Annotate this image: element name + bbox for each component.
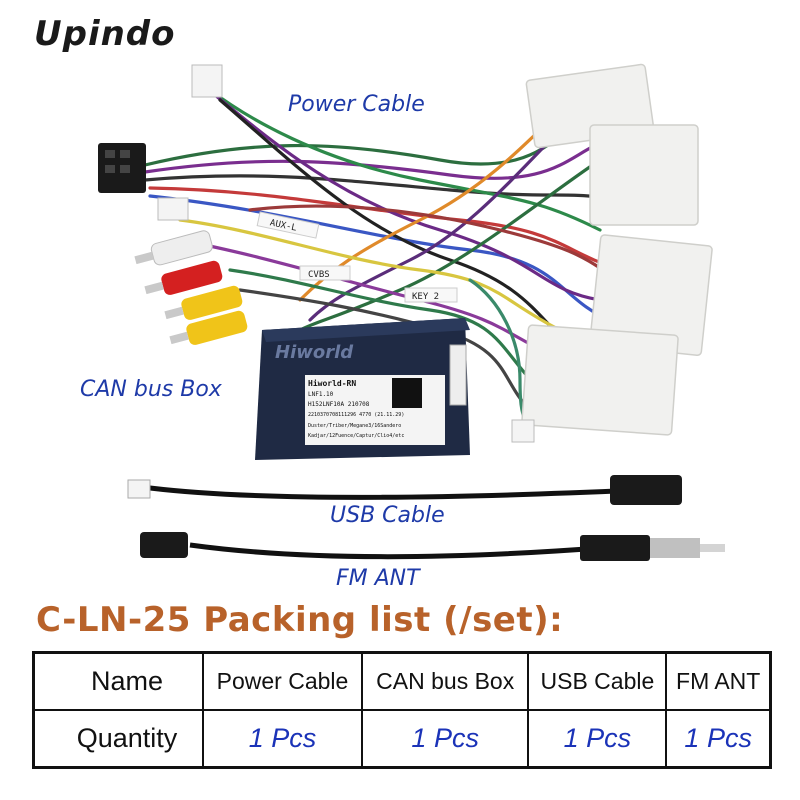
box-label-2: LNF1.10 xyxy=(308,391,334,398)
table-cell: Name xyxy=(32,651,204,711)
table-cell: USB Cable xyxy=(527,651,668,711)
fm-antenna-cable xyxy=(140,532,725,561)
table-cell: 1 Pcs xyxy=(202,709,363,769)
table-cell: 1 Pcs xyxy=(665,709,772,769)
box-label-1: Hiworld-RN xyxy=(308,378,356,388)
table-row: Quantity 1 Pcs 1 Pcs 1 Pcs 1 Pcs xyxy=(32,709,772,769)
wire-tags: AUX-L CVBS KEY 2 xyxy=(256,211,458,303)
packing-list-table: Name Power Cable CAN bus Box USB Cable F… xyxy=(32,651,772,769)
tag-key2: KEY 2 xyxy=(412,292,439,302)
small-connector-bottom xyxy=(511,419,535,443)
packing-list-title: C-LN-25 Packing list (/set): xyxy=(36,600,564,640)
table-cell: CAN bus Box xyxy=(360,651,530,711)
qr-code xyxy=(392,378,422,408)
table-cell: 1 Pcs xyxy=(360,709,530,769)
box-logo: Hiworld xyxy=(275,342,354,363)
box-label-4: 2210370708111296 4770 (21.11.29) xyxy=(308,412,404,418)
box-label-3: H152LNF10A 210708 xyxy=(308,401,370,408)
label-can-bus-box: CAN bus Box xyxy=(80,377,222,402)
rca-plugs xyxy=(134,230,248,345)
box-label-5: Duster/Triber/Megane3/16Sandero xyxy=(308,423,401,429)
white-connectors xyxy=(521,63,713,436)
table-cell: Power Cable xyxy=(202,651,363,711)
black-iso-connector xyxy=(98,143,146,193)
tag-cvbs: CVBS xyxy=(308,270,330,280)
small-connector-left xyxy=(157,197,189,221)
can-bus-box: Hiworld Hiworld-RN LNF1.10 H152LNF10A 21… xyxy=(255,318,470,460)
box-label-6: Kadjar/12Fuence/Captur/Clio4/etc xyxy=(308,433,404,439)
label-usb-cable: USB Cable xyxy=(330,503,445,528)
label-power-cable: Power Cable xyxy=(288,92,425,117)
table-cell: Quantity xyxy=(32,709,204,769)
brand-logo: Upindo xyxy=(34,14,176,54)
product-photo: AUX-L CVBS KEY 2 Hiworld Hiworld-RN LNF1… xyxy=(98,63,725,561)
table-cell: 1 Pcs xyxy=(527,709,668,769)
small-connector-top xyxy=(191,64,223,98)
table-row: Name Power Cable CAN bus Box USB Cable F… xyxy=(32,651,772,711)
table-cell: FM ANT xyxy=(665,651,772,711)
label-fm-ant: FM ANT xyxy=(336,566,420,591)
usb-cable xyxy=(127,475,682,505)
